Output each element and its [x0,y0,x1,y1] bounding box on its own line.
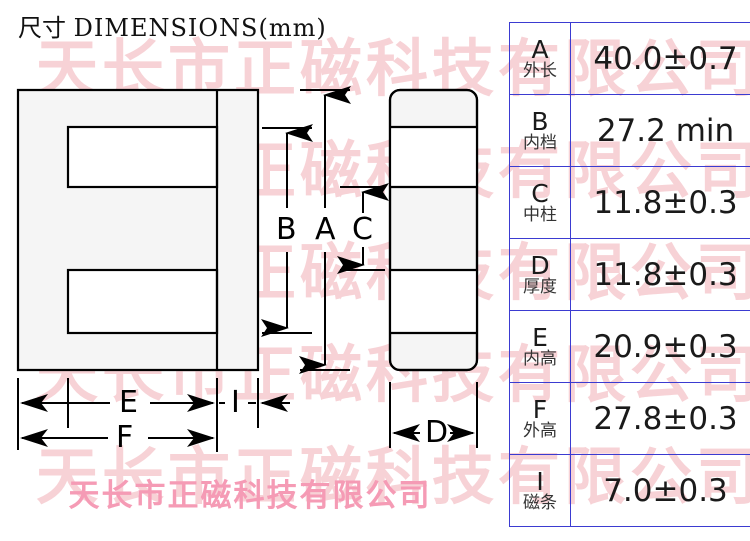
dimension-label-B: B [276,215,297,245]
symbol-letter: F [510,397,570,422]
side-view-body [390,90,477,370]
table-cell-value: 11.8±0.3 [571,239,750,311]
table-cell-value: 40.0±0.7 [571,23,750,95]
symbol-letter: I [510,469,570,494]
front-view-lower-window [68,270,217,333]
table-row: D 厚度 11.8±0.3 [510,239,750,311]
front-view-upper-window [68,127,217,187]
dimensions-table: A 外长 40.0±0.7 B 内档 27.2 min C 中柱 11.8±0.… [509,22,750,527]
symbol-name-cn: 磁条 [510,495,570,512]
symbol-letter: D [510,253,570,278]
symbol-letter: A [510,37,570,62]
table-row: I 磁条 7.0±0.3 [510,455,750,527]
symbol-name-cn: 内高 [510,351,570,368]
table-cell-value: 27.2 min [571,95,750,167]
technical-drawing: B A C E I F D [0,0,505,536]
dimension-label-D: D [425,418,448,448]
symbol-letter: C [510,181,570,206]
table-row: C 中柱 11.8±0.3 [510,167,750,239]
table-cell-symbol: E 内高 [510,311,571,383]
symbol-letter: E [510,325,570,350]
symbol-name-cn: 厚度 [510,279,570,296]
table-row: A 外长 40.0±0.7 [510,23,750,95]
drawing-svg [0,0,505,536]
dimension-label-C: C [352,215,373,245]
table-row: F 外高 27.8±0.3 [510,383,750,455]
table-cell-value: 27.8±0.3 [571,383,750,455]
symbol-name-cn: 外长 [510,63,570,80]
dimensions-table-body: A 外长 40.0±0.7 B 内档 27.2 min C 中柱 11.8±0.… [510,23,750,527]
page-title-en: DIMENSIONS(mm) [74,14,327,42]
symbol-name-cn: 外高 [510,423,570,440]
table-row: E 内高 20.9±0.3 [510,311,750,383]
symbol-name-cn: 中柱 [510,207,570,224]
table-row: B 内档 27.2 min [510,95,750,167]
page-title-cn: 尺寸 [18,14,66,42]
dimension-label-E: E [119,388,138,418]
table-cell-value: 11.8±0.3 [571,167,750,239]
table-cell-symbol: C 中柱 [510,167,571,239]
table-cell-symbol: F 外高 [510,383,571,455]
dimension-label-I: I [231,388,240,418]
table-cell-value: 7.0±0.3 [571,455,750,527]
side-view-lower-window-fill [390,270,477,333]
symbol-name-cn: 内档 [510,135,570,152]
table-cell-symbol: A 外长 [510,23,571,95]
front-view-body [18,90,258,370]
table-cell-symbol: I 磁条 [510,455,571,527]
company-watermark-line: 天长市正磁科技有限公司 [0,470,500,515]
table-cell-symbol: B 内档 [510,95,571,167]
symbol-letter: B [510,109,570,134]
dimension-label-A: A [315,215,336,245]
page-title: 尺寸 DIMENSIONS(mm) [18,8,327,43]
side-view-upper-window-fill [390,127,477,187]
table-cell-value: 20.9±0.3 [571,311,750,383]
dimension-label-F: F [116,423,133,453]
dimension-I [219,378,290,428]
table-cell-symbol: D 厚度 [510,239,571,311]
